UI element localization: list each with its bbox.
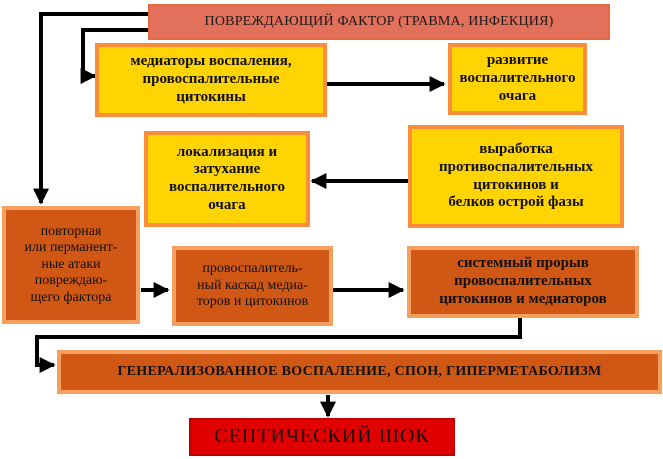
localization-line-1: локализация и (176, 143, 278, 160)
systemic-line-2: провоспалительных (454, 273, 592, 290)
anti-line-1: выработка (479, 141, 553, 158)
repeated-line-2: или перманент- (24, 240, 118, 256)
focus-line-1: развитие (486, 52, 549, 69)
anti-inflammatory-box: выработка противоспалительных цитокинов … (408, 125, 624, 228)
arrow-factor-to-mediators (80, 28, 148, 84)
arrow-factor-to-repeated (33, 12, 148, 205)
repeated-line-5: щего фактора (30, 289, 112, 305)
repeated-line-1: повторная (40, 223, 102, 239)
localization-line-2: затухание (193, 161, 261, 178)
systemic-line-1: системный прорыв (457, 255, 589, 272)
repeated-line-4: повреждаю- (34, 273, 108, 289)
septic-shock-label: СЕПТИЧЕСКИЙ ШОК (214, 425, 430, 448)
damaging-factor-label: ПОВРЕЖДАЮЩИЙ ФАКТОР (ТРАВМА, ИНФЕКЦИЯ) (204, 13, 554, 29)
repeated-attacks-box: повторная или перманент- ные атаки повре… (2, 206, 140, 324)
anti-line-2: противоспалительных (438, 158, 593, 175)
mediators-line-1: медиаторы воспаления, (130, 53, 292, 70)
mediators-box: медиаторы воспаления, провоспалительные … (95, 43, 327, 117)
anti-line-3: цитокинов и (473, 176, 559, 193)
septic-shock-box: СЕПТИЧЕСКИЙ ШОК (189, 418, 455, 456)
systemic-line-3: цитокинов и медиаторов (439, 290, 607, 307)
systemic-breakthrough-box: системный прорыв провоспалительных циток… (407, 246, 639, 318)
anti-line-4: белков острой фазы (448, 194, 584, 211)
focus-line-2: воспалительного (459, 70, 576, 87)
focus-development-box: развитие воспалительного очага (448, 43, 587, 115)
mediators-line-2: провоспалительные (142, 71, 280, 88)
arrow-systemic-to-generalized (35, 317, 522, 373)
localization-line-3: воспалительного (169, 179, 285, 195)
cascade-line-3: торов и цитокинов (196, 294, 309, 310)
cascade-line-1: провоспалитель- (202, 261, 303, 277)
cascade-box: провоспалитель- ный каскад медиа- торов … (172, 246, 333, 326)
damaging-factor-box: ПОВРЕЖДАЮЩИЙ ФАКТОР (ТРАВМА, ИНФЕКЦИЯ) (148, 4, 610, 40)
generalized-inflammation-box: ГЕНЕРАЛИЗОВАННОЕ ВОСПАЛЕНИЕ, СПОН, ГИПЕР… (57, 350, 662, 394)
localization-box: локализация и затухание воспалительного … (144, 131, 310, 227)
repeated-line-3: ные атаки (41, 256, 101, 272)
mediators-line-3: цитокины (176, 88, 246, 105)
focus-line-3: очага (498, 87, 537, 104)
cascade-line-2: ный каскад медиа- (197, 277, 308, 293)
generalized-label: ГЕНЕРАЛИЗОВАННОЕ ВОСПАЛЕНИЕ, СПОН, ГИПЕР… (117, 363, 602, 379)
localization-line-4: очага (208, 196, 246, 213)
